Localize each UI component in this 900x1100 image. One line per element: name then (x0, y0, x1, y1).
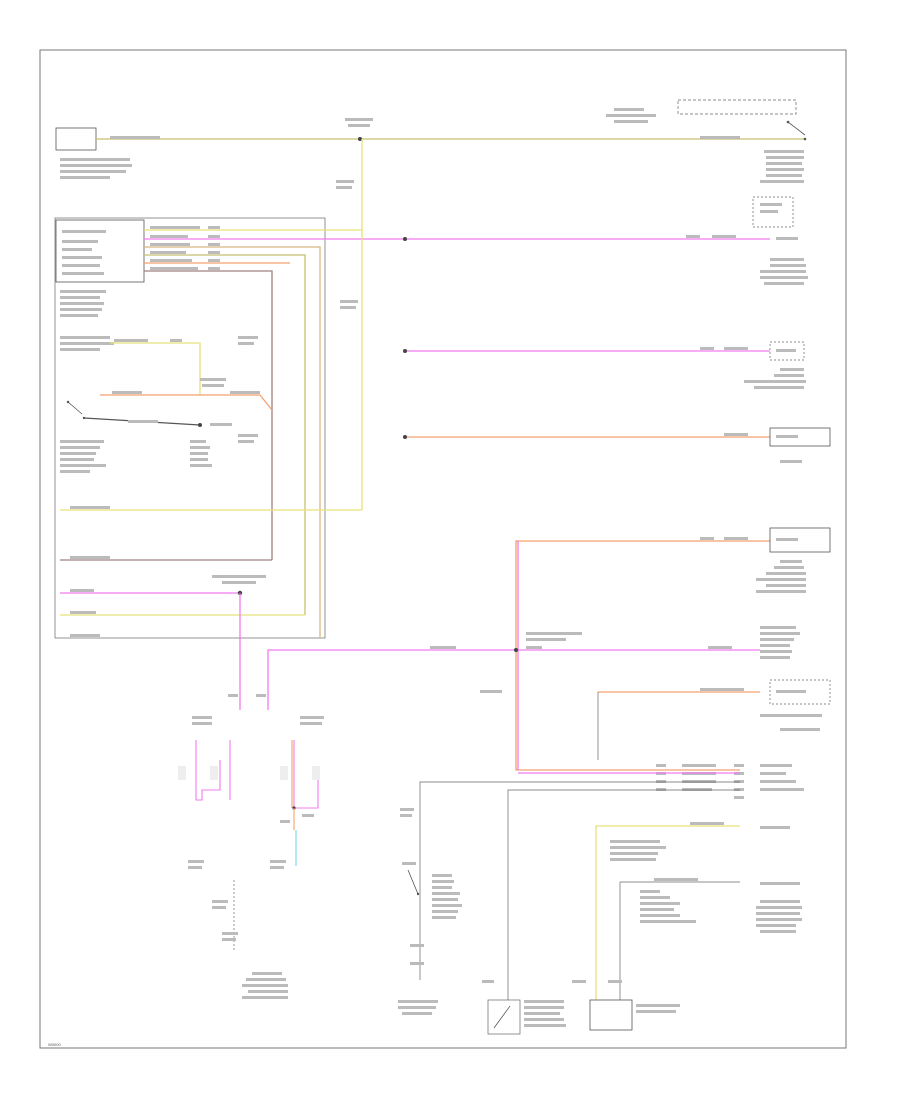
olive-bottom-label (70, 611, 96, 614)
wire-brown-1 (144, 270, 273, 560)
top-right-label-3 (614, 120, 648, 123)
left-wire-labels (150, 226, 220, 270)
right-comp-6 (760, 679, 831, 731)
top-right-label-2 (606, 114, 656, 117)
bottom-left-module (212, 880, 288, 999)
pink-main-label-2 (712, 235, 736, 238)
sensor-bottom-mid (482, 980, 566, 1035)
top-right-switch-box (677, 99, 797, 115)
pink-bottom-label (70, 589, 94, 592)
wire-label-top (110, 136, 160, 139)
bottom-right-labels (610, 822, 802, 933)
black-label-2 (210, 423, 232, 426)
right-comp-4 (756, 527, 831, 593)
pink-2-label-2 (724, 347, 748, 350)
olive-small (110, 342, 201, 395)
olive-small-label-2 (170, 339, 182, 342)
orange-3-label-2 (724, 537, 748, 540)
orange-2-label (724, 433, 748, 436)
pink-5-label (430, 646, 456, 649)
black-bottom-label (70, 634, 100, 637)
splice-pink-3-label (526, 632, 582, 635)
splice-pink-3 (514, 648, 518, 652)
olive-small-label (114, 339, 148, 342)
yellow-bottom-label (70, 506, 110, 509)
vertical-label-b (238, 342, 254, 345)
top-right-label (614, 108, 644, 111)
orange-3-label (700, 537, 714, 540)
splice-pink-3-label-2 (526, 638, 566, 641)
orange-label-2 (230, 391, 260, 394)
orange-label-3 (200, 378, 226, 381)
right-comp-3 (769, 427, 831, 463)
vertical-label-a (238, 336, 258, 339)
transfer-switch-labels (60, 336, 114, 351)
orange-label (112, 391, 142, 394)
switch-icon-left (66, 400, 86, 420)
right-comp-2 (744, 341, 806, 389)
top-right-desc (760, 150, 804, 183)
ground-dot-left (198, 423, 202, 427)
wire-yellow-bottom-right (595, 825, 740, 1000)
brown-bottom-label (70, 556, 110, 559)
vertical-label-c (238, 434, 258, 437)
pink-main-label (686, 235, 700, 238)
right-comp-1 (752, 196, 808, 285)
wire-tan-1 (144, 246, 321, 620)
wire-black-cluster (419, 781, 740, 980)
switch-icon (786, 120, 807, 141)
pink-5-label-3 (480, 690, 502, 693)
cluster-connector (656, 764, 804, 799)
wire-olive-1 (144, 254, 306, 615)
ground-switch (398, 808, 462, 1015)
left-module-frame (54, 217, 326, 639)
wire-orange-3 (515, 540, 770, 771)
splice-top (358, 137, 362, 141)
top-left-connector (55, 127, 97, 151)
splice-pink-2 (403, 349, 407, 353)
wire-gray-cluster (507, 789, 740, 1000)
top-left-label (60, 158, 132, 179)
wire-label-top-2 (700, 136, 740, 139)
orange-label-4 (202, 384, 224, 387)
bulb-left (178, 716, 231, 869)
yellow-v2-label-2 (340, 306, 356, 309)
left-connector-labels (62, 230, 106, 275)
splice-pink-1 (403, 237, 407, 241)
pink-vert-label-1 (228, 694, 238, 697)
yellow-v2-label (340, 300, 358, 303)
left-module-desc (60, 290, 106, 317)
vertical-label-d (238, 440, 254, 443)
right-comp-5 (760, 626, 800, 659)
footer-code: W0000 (48, 1042, 61, 1047)
yellow-vertical-label-2 (336, 186, 352, 189)
wire-pink-5 (267, 649, 760, 710)
yellow-vertical-label (336, 180, 354, 183)
orange-switch-wire (100, 394, 273, 411)
pink-5-label-2 (708, 646, 732, 649)
pink-vert-label-2 (256, 694, 266, 697)
splice-pink-3-label-3 (526, 646, 542, 649)
diagram-frame (39, 49, 847, 1049)
splice-top-label-2 (348, 124, 370, 127)
splice-mid-label (212, 575, 266, 578)
splice-mid-label-2 (222, 581, 256, 584)
switch-desc (60, 440, 212, 473)
splice-top-label (345, 118, 373, 121)
black-label (128, 420, 158, 423)
orange-4-label (700, 688, 744, 691)
pink-2-label (700, 347, 714, 350)
sensor-bottom-right (572, 980, 680, 1031)
splice-orange (403, 435, 407, 439)
bulb-right (270, 716, 324, 869)
